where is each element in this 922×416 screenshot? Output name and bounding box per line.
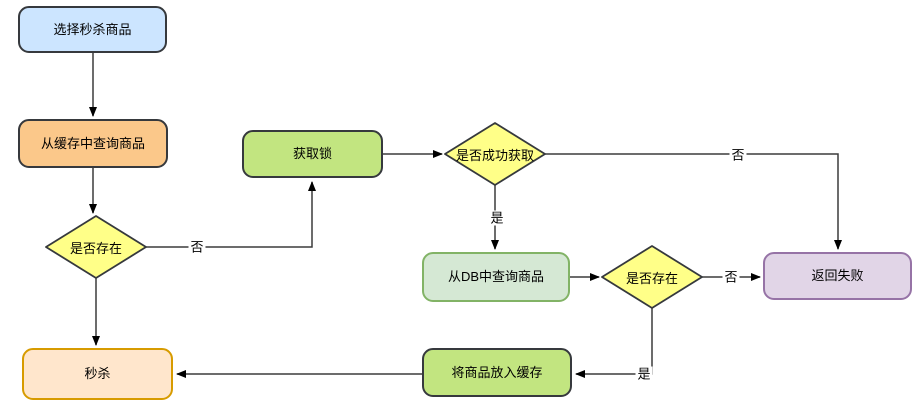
node-return-fail-label: 返回失败	[811, 268, 864, 284]
node-select-product: 选择秒杀商品	[18, 6, 167, 53]
node-select-product-label: 选择秒杀商品	[53, 21, 132, 37]
edge-db-exists-yes-to-cache	[575, 308, 653, 378]
edge-lock-no-to-return-fail	[545, 153, 842, 250]
node-acquire-lock: 获取锁	[242, 130, 383, 178]
node-query-cache-label: 从缓存中查询商品	[40, 135, 145, 151]
edge-label-lock-acquired-no: 否	[729, 147, 747, 163]
node-seckill: 秒杀	[22, 348, 173, 400]
edge-label-cache-exists-no: 否	[188, 239, 206, 255]
edge-label-db-exists-yes: 是	[635, 366, 653, 382]
edge-label-db-exists-no: 否	[722, 269, 740, 285]
edge-label-lock-acquired-yes: 是	[488, 210, 506, 226]
node-query-db: 从DB中查询商品	[422, 252, 570, 302]
node-put-cache-label: 将商品放入缓存	[451, 364, 543, 380]
node-return-fail: 返回失败	[763, 252, 912, 300]
node-seckill-label: 秒杀	[84, 366, 111, 382]
edge-cache-exists-no-to-lock	[146, 181, 316, 248]
node-acquire-lock-label: 获取锁	[292, 146, 332, 162]
node-query-cache: 从缓存中查询商品	[18, 119, 168, 168]
decision-cache-exists-diamond	[45, 215, 147, 279]
decision-db-exists-diamond	[601, 245, 703, 309]
node-query-db-label: 从DB中查询商品	[447, 269, 545, 285]
node-put-cache: 将商品放入缓存	[422, 348, 572, 397]
decision-lock-acquired-diamond	[444, 122, 546, 186]
